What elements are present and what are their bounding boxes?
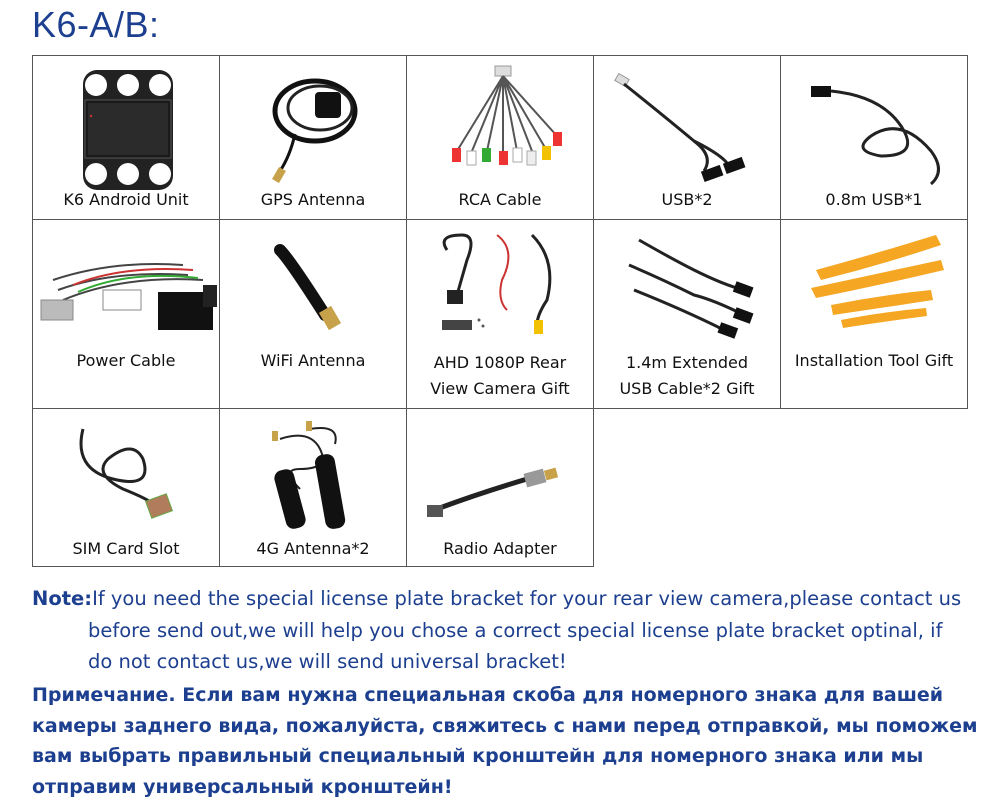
item-label: 4G Antenna*2	[256, 539, 370, 558]
radio-adapter-icon	[427, 467, 559, 517]
extended-usb-cable-icon	[628, 238, 754, 339]
note-russian: Примечание. Если вам нужна специальная с…	[32, 684, 978, 798]
page-title: K6-A/B:	[32, 4, 160, 45]
android-unit-icon	[83, 70, 173, 190]
item-4g-antenna: 4G Antenna*2	[219, 408, 407, 567]
item-label: Radio Adapter	[443, 539, 557, 558]
item-label: 1.4m Extended USB Cable*2 Gift	[619, 353, 755, 398]
item-label: WiFi Antenna	[260, 351, 366, 370]
gps-antenna-icon	[272, 78, 358, 184]
rca-cable-icon	[452, 65, 562, 166]
item-radio-adapter: Radio Adapter	[406, 408, 594, 567]
item-sim-card-slot: SIM Card Slot	[32, 408, 220, 567]
item-label: AHD 1080P Rear View Camera Gift	[430, 353, 570, 398]
item-label: K6 Android Unit	[63, 190, 189, 209]
item-label: Installation Tool Gift	[794, 351, 954, 370]
power-cable-icon	[40, 263, 217, 330]
item-label: RCA Cable	[458, 190, 542, 209]
item-gps-antenna: GPS Antenna	[219, 55, 407, 220]
installation-tool-icon	[811, 235, 944, 328]
item-usb-08m: 0.8m USB*1	[780, 55, 968, 220]
accessories-grid: K6 Android Unit GPS Antenna RCA Cable	[32, 55, 968, 567]
item-label: Power Cable	[76, 351, 176, 370]
item-rca-cable: RCA Cable	[406, 55, 594, 220]
usb-cable-icon	[811, 86, 940, 186]
usb-cable-icon	[614, 72, 746, 183]
item-usb-2: USB*2	[593, 55, 781, 220]
item-android-unit: K6 Android Unit	[32, 55, 220, 220]
wifi-antenna-icon	[274, 244, 342, 331]
item-label: GPS Antenna	[260, 190, 366, 209]
item-label: SIM Card Slot	[72, 539, 180, 558]
item-extended-usb: 1.4m Extended USB Cable*2 Gift	[593, 219, 781, 409]
item-power-cable: Power Cable	[32, 219, 220, 409]
rear-camera-icon	[442, 233, 552, 334]
item-wifi-antenna: WiFi Antenna	[219, 219, 407, 409]
item-label: USB*2	[661, 190, 713, 209]
4g-antenna-icon	[272, 421, 346, 529]
note-english: Note:If you need the special license pla…	[32, 587, 962, 673]
note-prefix: Note:	[32, 587, 93, 610]
sim-slot-cable-icon	[79, 428, 174, 519]
item-label: 0.8m USB*1	[825, 190, 923, 209]
item-rear-camera: AHD 1080P Rear View Camera Gift	[406, 219, 594, 409]
item-installation-tool: Installation Tool Gift	[780, 219, 968, 409]
